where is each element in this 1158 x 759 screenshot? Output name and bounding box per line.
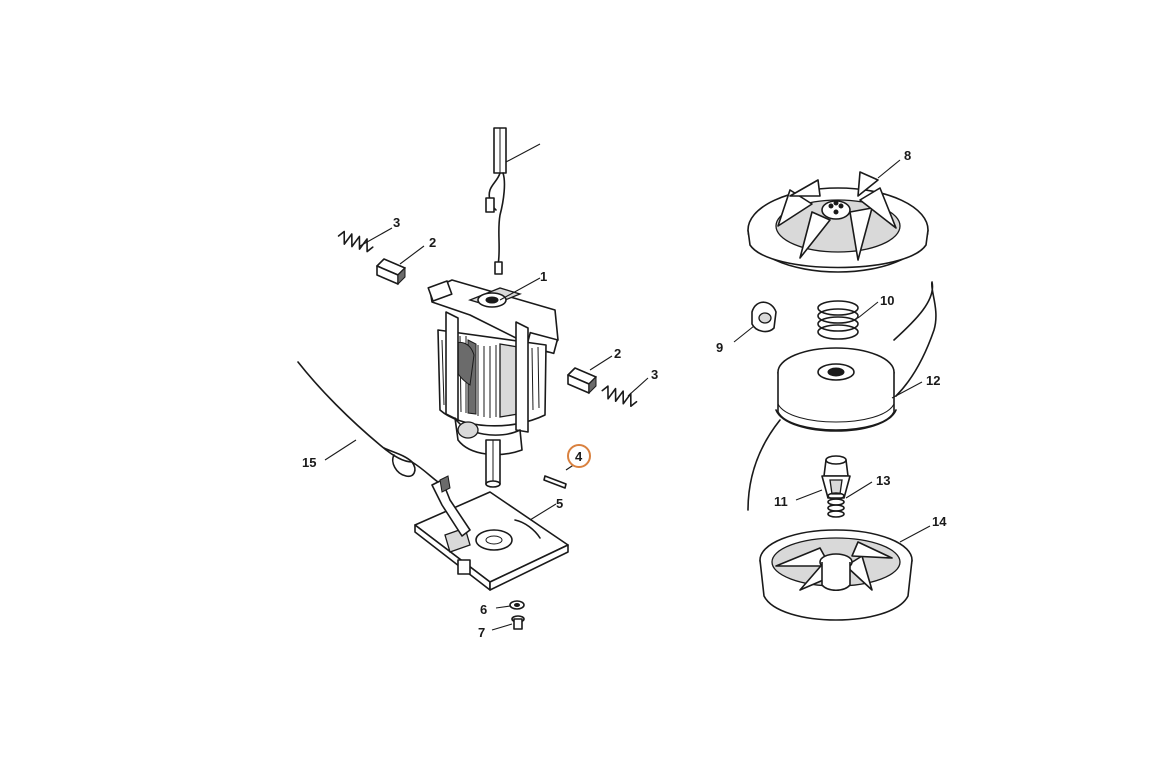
callout-6: 6 <box>480 602 487 617</box>
callout-10: 10 <box>880 293 894 308</box>
callout-3-right: 3 <box>651 367 658 382</box>
coupling-part-11 <box>795 455 851 501</box>
callout-7: 7 <box>478 625 485 640</box>
callout-labels: 1 2 2 3 3 4 5 6 7 8 9 10 11 12 13 14 15 <box>302 148 947 640</box>
spring-part-13 <box>827 481 873 518</box>
carbon-brush-upper-left <box>376 245 425 286</box>
lead-wire-connector <box>485 127 541 275</box>
line-spool <box>747 281 937 511</box>
callout-4-highlight[interactable]: 4 <box>567 444 591 468</box>
callout-13: 13 <box>876 473 890 488</box>
callout-2-right: 2 <box>614 346 621 361</box>
callout-11: 11 <box>774 494 788 509</box>
carbon-brush-right <box>567 355 613 395</box>
callout-12: 12 <box>926 373 940 388</box>
thrust-sleeve-part-9 <box>733 301 777 343</box>
callout-9: 9 <box>716 340 723 355</box>
callout-4: 4 <box>575 449 583 464</box>
callout-3-upper: 3 <box>393 215 400 230</box>
callout-1: 1 <box>540 269 547 284</box>
base-plate <box>414 475 569 591</box>
nut-part-6 <box>495 600 525 610</box>
fan-impeller <box>747 159 929 273</box>
callout-8: 8 <box>904 148 911 163</box>
spring-upper-left <box>337 227 393 253</box>
cable-part-15 <box>297 361 439 483</box>
spool-cover <box>759 525 931 621</box>
callout-15: 15 <box>302 455 316 470</box>
callout-5: 5 <box>556 496 563 511</box>
callout-2-upper: 2 <box>429 235 436 250</box>
motor-armature-assembly <box>427 277 559 488</box>
screw-part-7 <box>491 615 525 631</box>
spring-part-10 <box>817 300 879 340</box>
callout-14: 14 <box>932 514 947 529</box>
spring-right <box>601 377 649 408</box>
